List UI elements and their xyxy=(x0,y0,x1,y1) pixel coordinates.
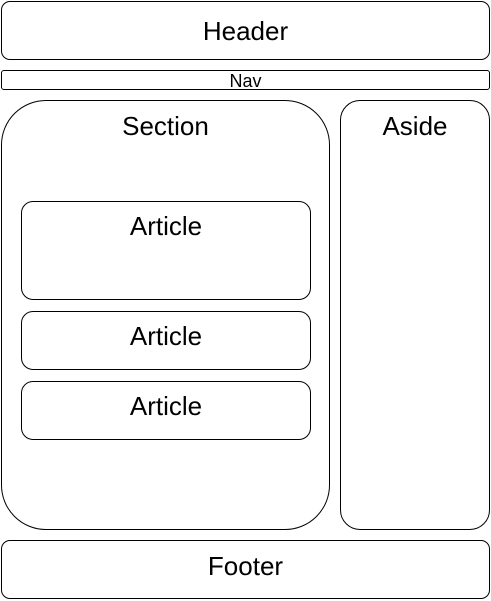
nav-label: Nav xyxy=(229,71,262,91)
section-label: Section xyxy=(122,111,209,141)
aside-label: Aside xyxy=(382,111,448,141)
section-box: Section Article Article Article xyxy=(1,100,330,530)
article-box-2: Article xyxy=(21,311,311,370)
header-label: Header xyxy=(202,16,289,46)
article-box-3: Article xyxy=(21,381,311,440)
article-label-1: Article xyxy=(129,211,203,241)
article-box-1: Article xyxy=(21,201,311,300)
aside-box: Aside xyxy=(340,100,490,530)
header-box: Header xyxy=(1,1,490,60)
footer-box: Footer xyxy=(1,540,490,599)
footer-label: Footer xyxy=(207,551,284,581)
article-label-3: Article xyxy=(129,391,203,421)
article-label-2: Article xyxy=(129,321,203,351)
nav-box: Nav xyxy=(1,70,490,90)
